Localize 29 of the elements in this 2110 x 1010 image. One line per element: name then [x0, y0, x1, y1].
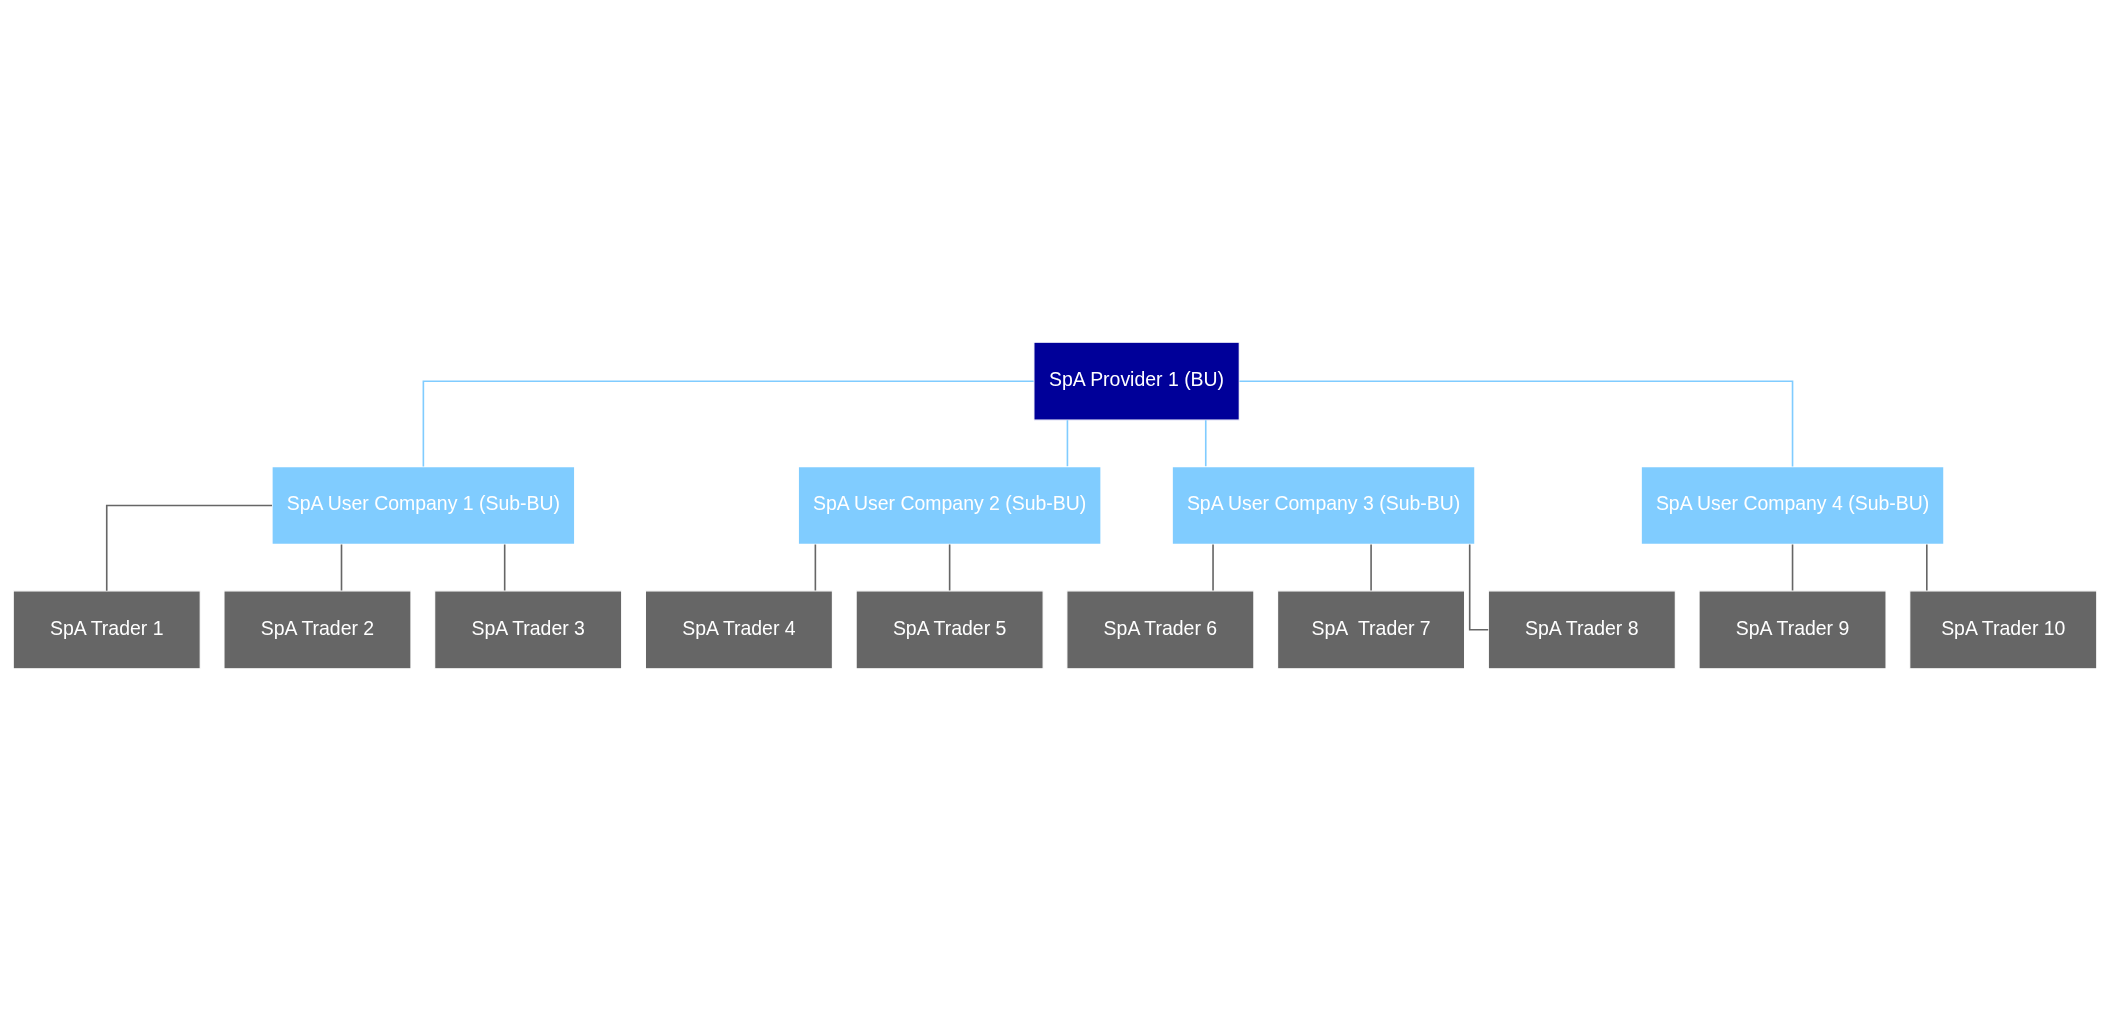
node-box: SpA Trader 1 — [12, 589, 201, 669]
connector — [503, 543, 506, 591]
connector — [1370, 543, 1372, 591]
node-box: SpA Trader 8 — [1487, 589, 1676, 669]
connector — [1926, 543, 1928, 591]
node-box: SpA User Company 2 (Sub-BU) — [797, 465, 1102, 545]
node-box: SpA Trader 10 — [1909, 589, 2098, 669]
node-box: SpA User Company 4 (Sub-BU) — [1640, 465, 1945, 545]
node-box: SpA Trader 5 — [855, 589, 1044, 669]
node-box: SpA User Company 3 (Sub-BU) — [1171, 465, 1476, 545]
node-box: SpA Trader 4 — [644, 589, 833, 669]
node-box: SpA Trader 6 — [1066, 589, 1255, 669]
connector — [105, 504, 273, 592]
connector — [1212, 543, 1214, 591]
connector — [948, 543, 951, 591]
connector — [422, 379, 1035, 467]
connector — [1791, 543, 1794, 591]
node-box: SpA Trader 2 — [223, 589, 412, 669]
connector — [1468, 543, 1489, 631]
node-box: SpA Trader 7 — [1277, 589, 1466, 669]
connector — [814, 543, 817, 591]
connector — [340, 543, 343, 591]
node-box: SpA User Company 1 (Sub-BU) — [271, 465, 576, 545]
connector — [1066, 418, 1069, 467]
node-box: SpA Trader 3 — [434, 589, 623, 669]
connector — [1204, 418, 1207, 467]
connector — [1238, 379, 1794, 467]
node-box: SpA Trader 9 — [1698, 589, 1887, 669]
node-box: SpA Provider 1 (BU) — [1033, 341, 1240, 421]
